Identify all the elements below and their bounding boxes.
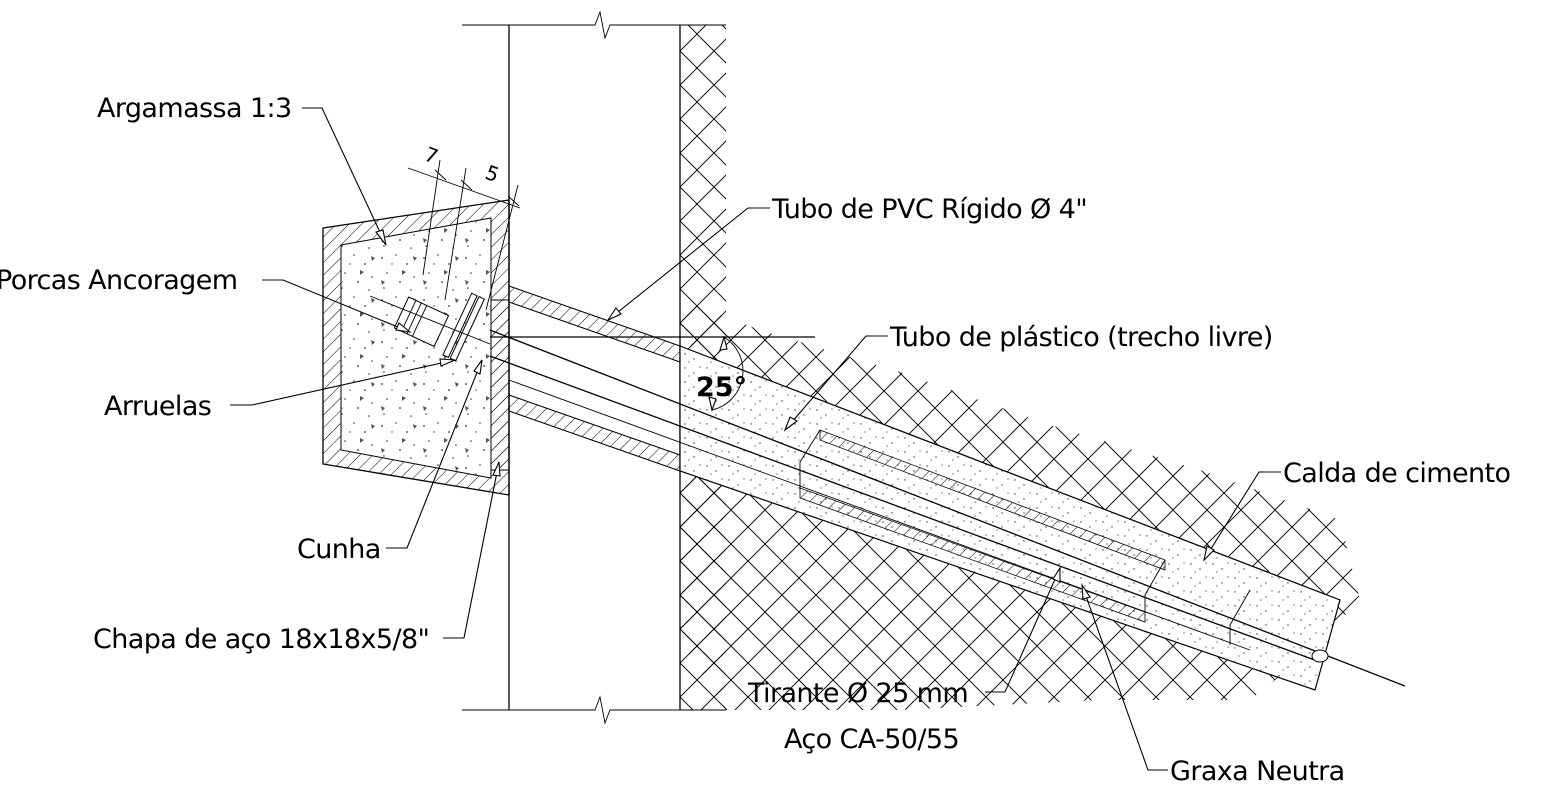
label-tubo-plastico: Tubo de plástico (trecho livre) <box>889 322 1273 353</box>
concrete-wall <box>462 10 726 725</box>
label-cunha: Cunha <box>297 534 381 565</box>
label-chapa-aco: Chapa de aço 18x18x5/8" <box>93 624 429 655</box>
label-tirante: Tirante Ø 25 mm <box>747 678 968 709</box>
label-arruelas: Arruelas <box>104 391 211 422</box>
label-graxa-neutra: Graxa Neutra <box>1170 756 1345 786</box>
anchor-head-block <box>322 199 510 496</box>
angle-label: 25° <box>696 372 747 403</box>
dim-7-text: 7 <box>421 142 441 169</box>
labels: Argamassa 1:3 Porcas Ancoragem Arruelas … <box>0 93 1511 786</box>
leader-lines <box>230 107 1281 771</box>
label-aco-ca: Aço CA-50/55 <box>784 724 959 755</box>
label-calda-cimento: Calda de cimento <box>1283 458 1510 489</box>
anchor-drill-assembly <box>369 285 1406 691</box>
label-tubo-pvc: Tubo de PVC Rígido Ø 4" <box>771 194 1087 225</box>
label-argamassa: Argamassa 1:3 <box>97 93 292 124</box>
label-porcas-ancoragem: Porcas Ancoragem <box>0 265 237 296</box>
dim-5-text: 5 <box>482 160 502 187</box>
